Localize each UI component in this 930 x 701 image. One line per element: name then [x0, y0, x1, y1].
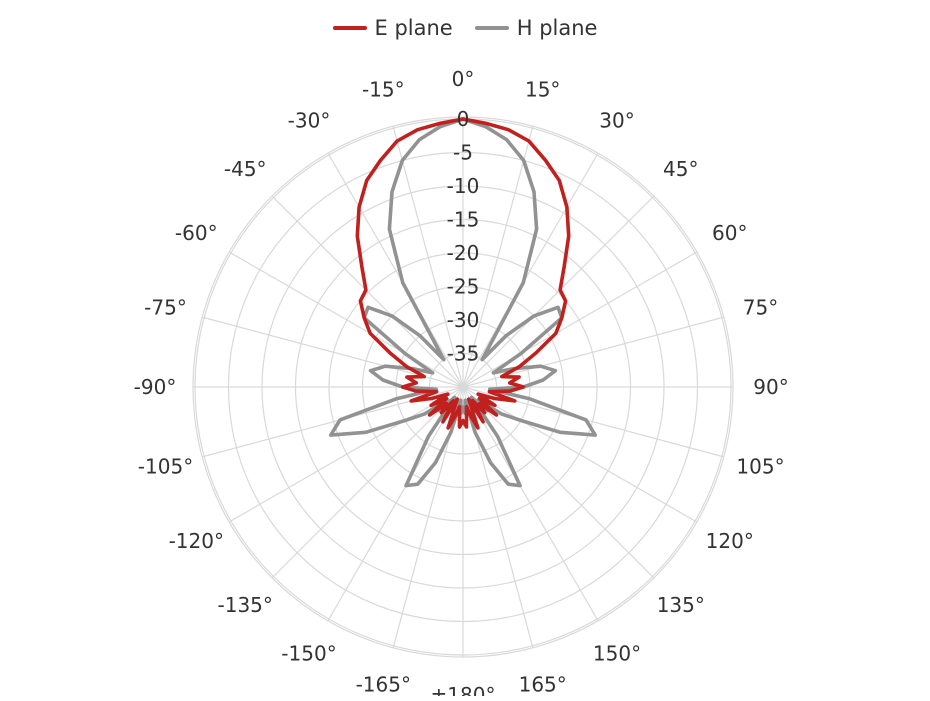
angle-tick-label: -60°: [175, 221, 218, 245]
radial-tick-label: -25: [447, 275, 480, 299]
grid-spoke: [462, 386, 655, 579]
grid-spoke: [228, 251, 464, 388]
radial-tick-label: -35: [447, 342, 480, 366]
angle-tick-label: -30°: [288, 108, 331, 132]
series-line-e-plane: [355, 117, 571, 430]
angle-tick-label: -15°: [362, 77, 405, 101]
angle-tick-label: 90°: [753, 375, 788, 399]
radial-tick-label: -20: [447, 241, 480, 265]
angle-tick-label: 135°: [657, 593, 705, 617]
angle-tick-label: 45°: [663, 157, 698, 181]
angle-tick-label: -165°: [356, 673, 411, 696]
radial-tick-label: -5: [453, 141, 473, 165]
angle-tick-label: -135°: [218, 593, 273, 617]
legend-label-e-plane: E plane: [374, 16, 453, 40]
legend-swatch-e-plane: [332, 26, 367, 30]
angle-tick-label: ±180°: [431, 683, 496, 696]
grid-spoke: [271, 195, 464, 388]
grid-spoke: [462, 251, 698, 388]
grid-spoke: [327, 386, 464, 622]
grid-spoke: [462, 195, 655, 388]
angle-tick-label: 120°: [706, 529, 754, 553]
angle-tick-label: -45°: [224, 157, 267, 181]
grid-spoke: [462, 152, 599, 388]
angle-tick-label: -120°: [169, 529, 224, 553]
angle-tick-label: -150°: [281, 642, 336, 666]
angle-tick-label: -105°: [138, 455, 193, 479]
legend-item-h-plane[interactable]: H plane: [474, 16, 598, 40]
angle-tick-label: -75°: [144, 295, 187, 319]
angle-tick-label: 15°: [525, 77, 560, 101]
grid-spoke: [462, 386, 599, 622]
grid-spoke: [271, 386, 464, 579]
angle-tick-label: 105°: [736, 455, 784, 479]
grid-spoke: [392, 126, 464, 388]
grid-spoke: [228, 386, 464, 523]
angle-tick-label: -90°: [134, 375, 177, 399]
radial-tick-label: -15: [447, 208, 480, 232]
radial-tick-label: 0: [457, 107, 470, 131]
angle-tick-label: 75°: [743, 295, 778, 319]
legend: E plane H plane: [0, 16, 930, 40]
angle-tick-label: 0°: [452, 67, 475, 91]
angle-tick-label: 60°: [712, 221, 747, 245]
grid-spoke: [462, 126, 534, 388]
angle-tick-label: 165°: [519, 673, 567, 696]
grid-spoke: [462, 386, 698, 523]
grid-spoke: [327, 152, 464, 388]
legend-label-h-plane: H plane: [516, 16, 598, 40]
legend-swatch-h-plane: [474, 26, 509, 30]
radial-tick-label: -10: [447, 174, 480, 198]
legend-item-e-plane[interactable]: E plane: [332, 16, 453, 40]
angle-tick-label: 150°: [593, 642, 641, 666]
radial-tick-label: -30: [447, 308, 480, 332]
angle-tick-label: 30°: [599, 108, 634, 132]
